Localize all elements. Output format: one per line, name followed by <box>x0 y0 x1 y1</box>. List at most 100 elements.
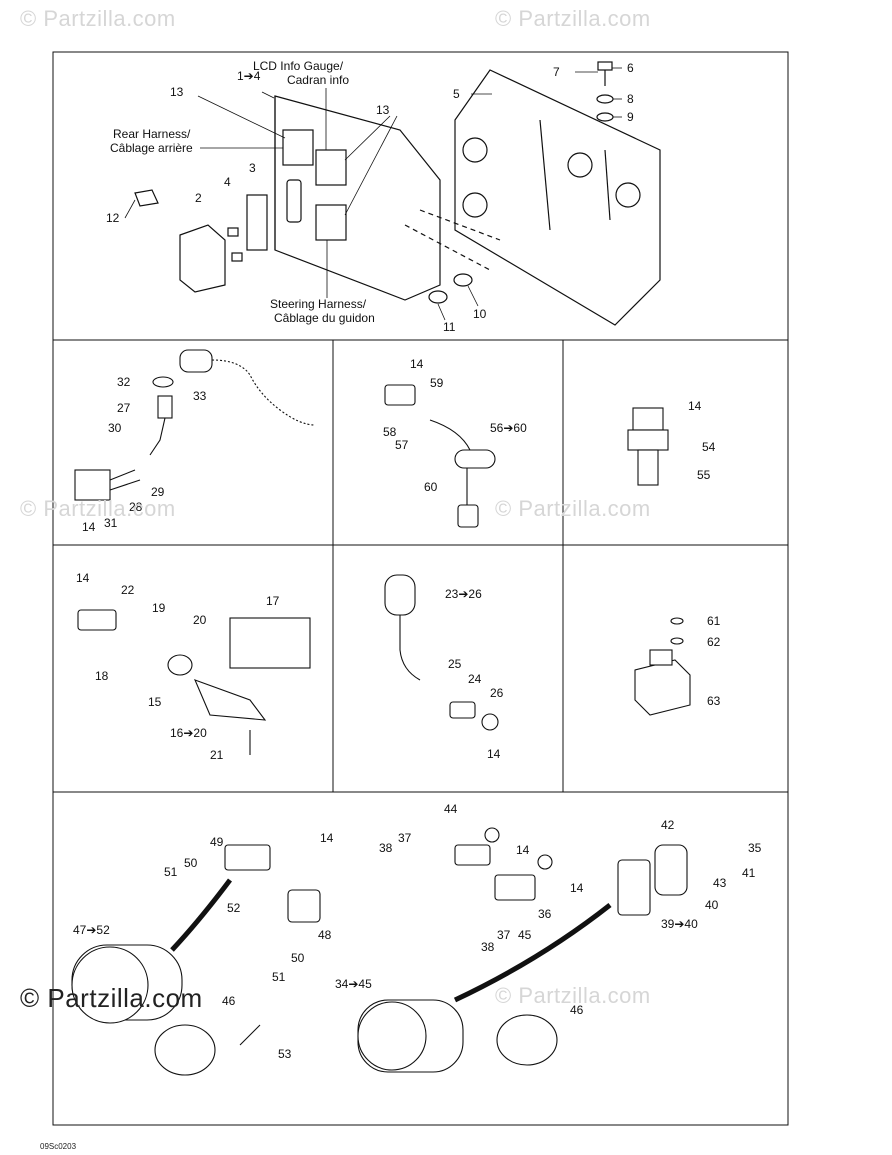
callout: 7 <box>553 65 560 79</box>
callout: 17 <box>266 594 280 608</box>
callout: 55 <box>697 468 711 482</box>
switch-20 <box>167 654 193 676</box>
fuse-box-3 <box>246 194 268 251</box>
watermark: © Partzilla.com <box>20 496 176 521</box>
panel-7-drawing <box>634 617 691 716</box>
panel-6-drawing <box>384 574 499 731</box>
callout: 31 <box>104 516 118 530</box>
lcd-gauge-label-fr: Cadran info <box>287 73 349 87</box>
watermark: © Partzilla.com <box>20 983 203 1013</box>
ring-46 <box>154 1024 216 1076</box>
rear-harness-label-fr: Câblage arrière <box>110 141 193 155</box>
panel-6-labels: 23➔26 25 24 26 14 <box>445 587 504 761</box>
callout: 36 <box>538 907 552 921</box>
callout: 58 <box>383 425 397 439</box>
panel-7-labels: 61 62 63 <box>707 614 721 708</box>
callout: 24 <box>468 672 482 686</box>
callout: 2 <box>195 191 202 205</box>
watermark: © Partzilla.com <box>495 983 651 1008</box>
bracket-16 <box>193 679 267 721</box>
panel-8-drawing <box>71 844 321 1076</box>
connector-24 <box>449 701 476 719</box>
connector-48 <box>287 889 321 923</box>
callout: 50 <box>184 856 198 870</box>
callout: 14 <box>76 571 90 585</box>
panel-2-drawing <box>74 349 316 501</box>
rear-harness-label-en: Rear Harness/ <box>113 127 191 141</box>
callout: 46 <box>222 994 236 1008</box>
callout: 16➔20 <box>170 726 207 740</box>
callout: 14 <box>570 881 584 895</box>
callout: 37 <box>398 831 412 845</box>
panel-3-drawing <box>384 384 496 528</box>
callout: 10 <box>473 307 487 321</box>
callout: 48 <box>318 928 332 942</box>
callout: 57 <box>395 438 409 452</box>
panel-2-labels: 32 33 27 30 29 28 31 14 <box>82 375 207 534</box>
steering-harness-connector <box>315 204 347 241</box>
panel-4-drawing <box>627 407 669 486</box>
panel-9-labels: 44 37 38 14 14 36 38 37 45 34➔45 46 42 3… <box>335 802 762 1017</box>
callout: 38 <box>481 940 495 954</box>
callout: 30 <box>108 421 122 435</box>
panel-5-labels: 14 22 19 20 17 18 15 16➔20 21 <box>76 571 280 762</box>
callout: 54 <box>702 440 716 454</box>
callout: 4 <box>224 175 231 189</box>
callout: 50 <box>291 951 305 965</box>
kit-17-box <box>229 617 311 669</box>
callout: 52 <box>227 901 241 915</box>
fuel-sensor-60 <box>454 449 496 469</box>
callout: 1➔4 <box>237 69 261 83</box>
callout: 14 <box>516 843 530 857</box>
callout: 23➔26 <box>445 587 482 601</box>
callout: 15 <box>148 695 162 709</box>
callout: 8 <box>627 92 634 106</box>
steering-harness-label-en: Steering Harness/ <box>270 297 367 311</box>
seal-40 <box>654 844 688 896</box>
connector-49 <box>224 844 271 871</box>
watermark: © Partzilla.com <box>495 496 651 521</box>
callout: 28 <box>129 500 143 514</box>
connector-39 <box>617 859 651 916</box>
panel-4-labels: 14 54 55 <box>688 399 716 482</box>
callout: 22 <box>121 583 135 597</box>
panel-3-labels: 14 59 58 57 56➔60 60 <box>383 357 527 494</box>
callout: 5 <box>453 87 460 101</box>
callout: 40 <box>705 898 719 912</box>
callout: 14 <box>82 520 96 534</box>
lcd-gauge-label-en: LCD Info Gauge/ <box>253 59 344 73</box>
callout: 34➔45 <box>335 977 372 991</box>
callout: 25 <box>448 657 462 671</box>
callout: 14 <box>320 831 334 845</box>
callout: 39➔40 <box>661 917 698 931</box>
connector-59 <box>384 384 416 406</box>
panel-9-drawing <box>357 827 688 1073</box>
callout: 61 <box>707 614 721 628</box>
panel-1-leaders <box>124 67 622 321</box>
callout: 47➔52 <box>73 923 110 937</box>
callout: 19 <box>152 601 166 615</box>
callout: 13 <box>170 85 184 99</box>
callout: 42 <box>661 818 675 832</box>
callout: 43 <box>713 876 727 890</box>
callout: 62 <box>707 635 721 649</box>
callout: 33 <box>193 389 207 403</box>
rear-harness-connector <box>282 129 314 166</box>
callout: 11 <box>443 320 456 334</box>
callout: 35 <box>748 841 762 855</box>
callout: 51 <box>164 865 178 879</box>
callout: 46 <box>570 1003 584 1017</box>
lcd-gauge-connector <box>315 149 347 186</box>
seal-32 <box>152 376 174 388</box>
sensor-23 <box>384 574 416 616</box>
callout: 53 <box>278 1047 292 1061</box>
callout: 45 <box>518 928 532 942</box>
ring-46b <box>496 1014 558 1066</box>
relay-2 <box>179 224 226 293</box>
callout: 3 <box>249 161 256 175</box>
connector-22 <box>77 609 117 631</box>
callout: 6 <box>627 61 634 75</box>
steering-harness-label-fr: Câblage du guidon <box>274 311 375 325</box>
panel-grid <box>52 51 789 1126</box>
callout: 20 <box>193 613 207 627</box>
